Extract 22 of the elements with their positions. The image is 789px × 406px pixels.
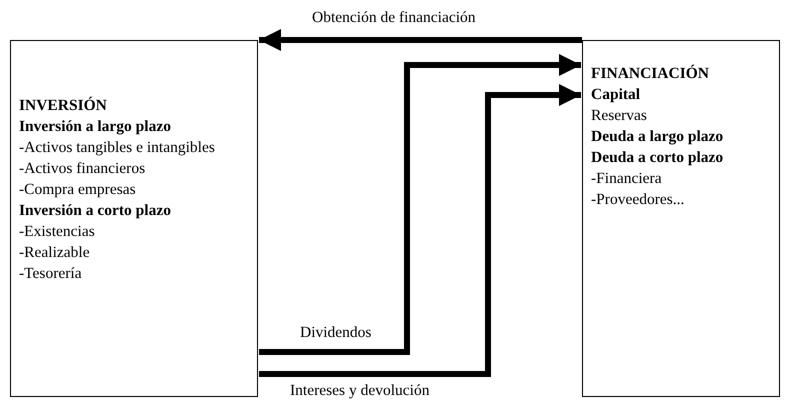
- list-item: Reservas: [591, 106, 648, 126]
- edge-label: Intereses y devolución: [288, 382, 432, 400]
- arrow: [259, 29, 582, 51]
- arrow: [259, 54, 581, 355]
- list-item: -Activos financieros: [19, 159, 146, 179]
- list-item: -Realizable: [19, 243, 91, 263]
- heading: Inversión a corto plazo: [19, 201, 172, 221]
- heading: Deuda a corto plazo: [591, 148, 724, 168]
- heading: Deuda a largo plazo: [591, 127, 724, 147]
- heading: FINANCIACIÓN: [591, 64, 710, 84]
- list-item: -Activos tangibles e intangibles: [19, 138, 216, 158]
- heading: Inversión a largo plazo: [19, 117, 172, 137]
- text-box: [10, 40, 258, 397]
- text-box: [582, 40, 780, 397]
- heading: INVERSIÓN: [19, 96, 108, 116]
- arrow: [259, 84, 581, 377]
- list-item: -Proveedores...: [591, 190, 686, 210]
- list-item: -Tesorería: [19, 264, 83, 284]
- heading: Capital: [591, 85, 642, 105]
- list-item: -Financiera: [591, 169, 663, 189]
- list-item: -Compra empresas: [19, 180, 137, 200]
- list-item: -Existencias: [19, 222, 96, 242]
